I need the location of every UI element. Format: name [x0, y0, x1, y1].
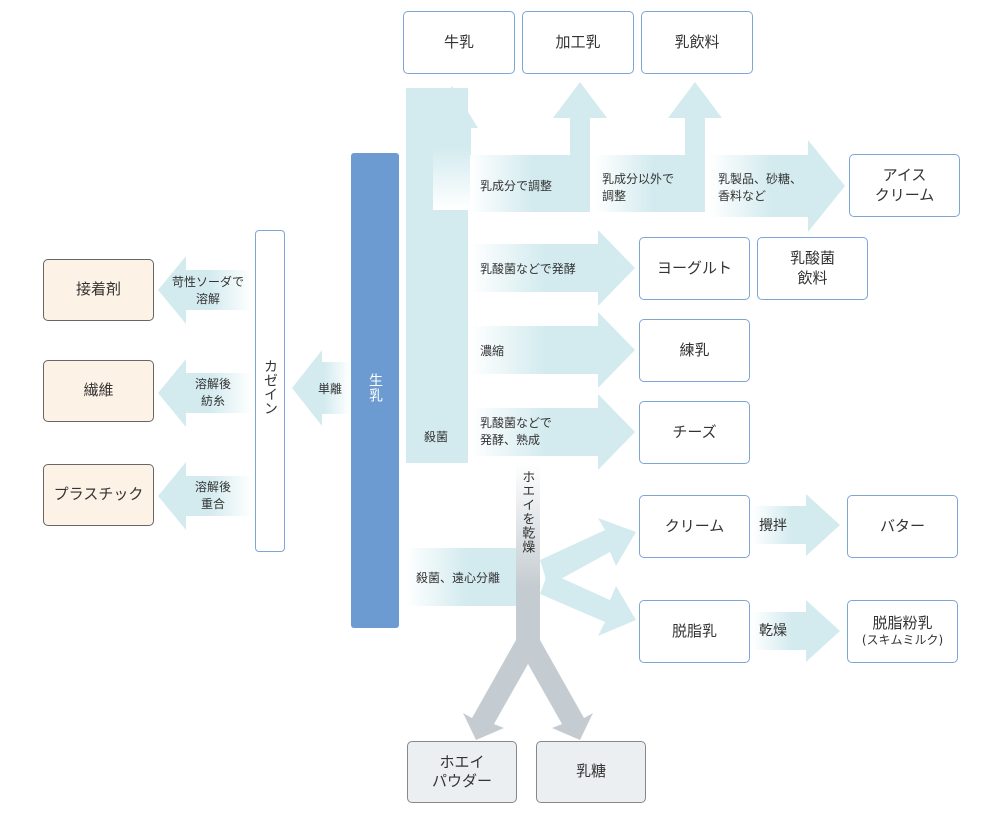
label-ferment-ripen: 乳酸菌などで 発酵、熟成 — [480, 416, 552, 447]
node-adhesive: 接着剤 — [43, 259, 154, 321]
skim-powder-label: 脱脂粉乳 — [872, 613, 933, 632]
label-separation: 単離 — [318, 382, 343, 396]
node-cream: クリーム — [639, 495, 750, 558]
label-dry: 乾燥 — [759, 623, 787, 639]
label-polymerize: 溶解後 重合 — [194, 480, 231, 511]
label-centrifuge: 殺菌、遠心分離 — [416, 571, 501, 585]
label-caustic-soda: 苛性ソーダで 溶解 — [171, 275, 244, 306]
node-cheese: チーズ — [639, 401, 750, 464]
arrow-to-cheese — [470, 394, 635, 470]
raw-milk-label: 生乳 — [367, 373, 383, 403]
label-concentrate: 濃縮 — [480, 344, 505, 358]
arrow-to-adhesive — [158, 256, 252, 324]
node-condensed-milk: 練乳 — [639, 319, 750, 382]
arrow-to-plastic — [158, 462, 252, 530]
skim-powder-sub: (スキムミルク) — [861, 633, 944, 648]
label-add-sugar: 乳製品、砂糖、 香料など — [718, 172, 803, 203]
raw-milk-bar: 生乳 — [351, 153, 399, 628]
casein-box: カゼイン — [255, 230, 285, 552]
node-gyunyu: 牛乳 — [403, 11, 515, 74]
label-churn: 攪拌 — [759, 518, 787, 534]
label-whey-dry: ホエイを乾燥 — [519, 470, 535, 554]
node-icecream: アイス クリーム — [849, 154, 960, 217]
arrow-to-gyunyu — [426, 85, 478, 210]
arrow-to-cream — [540, 518, 636, 586]
node-whey-powder: ホエイ パウダー — [407, 741, 517, 803]
arrow-whey — [463, 462, 593, 740]
arrow-to-nyuinryo — [595, 82, 722, 212]
arrow-to-kakonyu — [470, 82, 607, 212]
label-sterilize: 殺菌 — [424, 430, 449, 444]
arrow-to-fiber — [158, 359, 252, 427]
label-adjust-other: 乳成分以外で 調整 — [602, 172, 675, 203]
node-lactose: 乳糖 — [536, 741, 646, 803]
node-plastic: プラスチック — [43, 464, 154, 526]
label-adjust-milk: 乳成分で調整 — [480, 179, 553, 193]
casein-label: カゼイン — [262, 359, 278, 415]
node-skim-milk: 脱脂乳 — [639, 600, 750, 663]
node-kakonyu: 加工乳 — [522, 11, 634, 74]
node-yogurt: ヨーグルト — [639, 237, 750, 300]
label-ferment: 乳酸菌などで発酵 — [480, 262, 576, 276]
arrow-to-skim — [540, 572, 636, 636]
arrow-centrifuge — [406, 548, 540, 606]
node-skim-powder: 脱脂粉乳 (スキムミルク) — [847, 600, 958, 663]
node-lactic-drink: 乳酸菌 飲料 — [757, 237, 868, 300]
arrow-separation — [292, 350, 350, 426]
node-fiber: 繊維 — [43, 360, 154, 422]
node-butter: バター — [847, 495, 958, 558]
node-nyuinryo: 乳飲料 — [641, 11, 753, 74]
label-spin: 溶解後 紡糸 — [194, 377, 231, 408]
arrow-to-skim-powder — [752, 600, 840, 662]
arrow-to-butter — [752, 494, 840, 556]
arrow-to-icecream — [710, 140, 845, 232]
arrow-to-condensed — [470, 312, 635, 388]
arrow-to-yogurt — [470, 230, 635, 306]
